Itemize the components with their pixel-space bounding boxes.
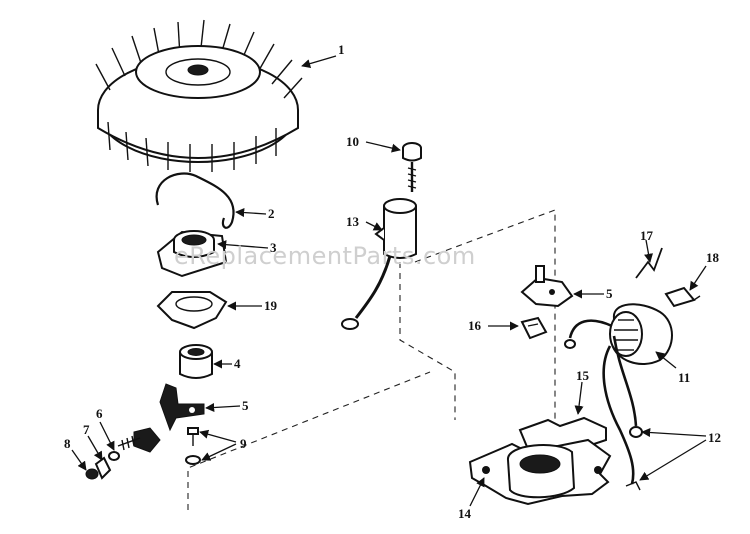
callout-4: 4	[234, 356, 241, 371]
screw-assembly	[85, 427, 161, 480]
watermark-text: eReplacementParts.com	[174, 242, 476, 270]
callout-17: 17	[640, 228, 654, 243]
mounting-screw	[402, 142, 422, 192]
callout-15: 15	[576, 368, 590, 383]
callout-10: 10	[346, 134, 359, 149]
armature-bracket	[468, 416, 612, 506]
callout-7: 7	[83, 422, 90, 437]
callout-9: 9	[240, 436, 247, 451]
spring-clip	[155, 172, 235, 229]
spring-wire	[635, 247, 663, 279]
callout-18: 18	[706, 250, 720, 265]
gasket	[156, 291, 228, 330]
callout-16: 16	[468, 318, 482, 333]
callout-12: 12	[708, 430, 721, 445]
breaker-arm	[159, 383, 205, 432]
callout-19: 19	[264, 298, 278, 313]
callout-13: 13	[346, 214, 360, 229]
bushing	[179, 344, 213, 379]
callout-6: 6	[96, 406, 103, 421]
callout-labels: 1 2 3 19 4 5 6 7 8 9 10 13 16 5 17 18 11…	[64, 42, 721, 521]
terminal-clip	[520, 316, 548, 340]
assembly-guide-lines	[187, 209, 556, 510]
callout-2: 2	[268, 206, 275, 221]
callout-1: 1	[338, 42, 345, 57]
callout-5-left: 5	[242, 398, 249, 413]
coil-leads	[602, 345, 641, 491]
small-screw-washer	[185, 427, 201, 465]
cam-plate	[156, 230, 228, 278]
callout-5-right: 5	[606, 286, 613, 301]
ignition-coil	[564, 303, 673, 438]
callout-3: 3	[270, 240, 277, 255]
contact-spring	[664, 286, 701, 308]
callout-11: 11	[678, 370, 690, 385]
leader-lines	[71, 55, 707, 507]
flywheel	[95, 19, 303, 172]
point-plate	[520, 265, 574, 308]
callout-8: 8	[64, 436, 71, 451]
callout-14: 14	[458, 506, 472, 521]
condenser	[341, 198, 417, 330]
